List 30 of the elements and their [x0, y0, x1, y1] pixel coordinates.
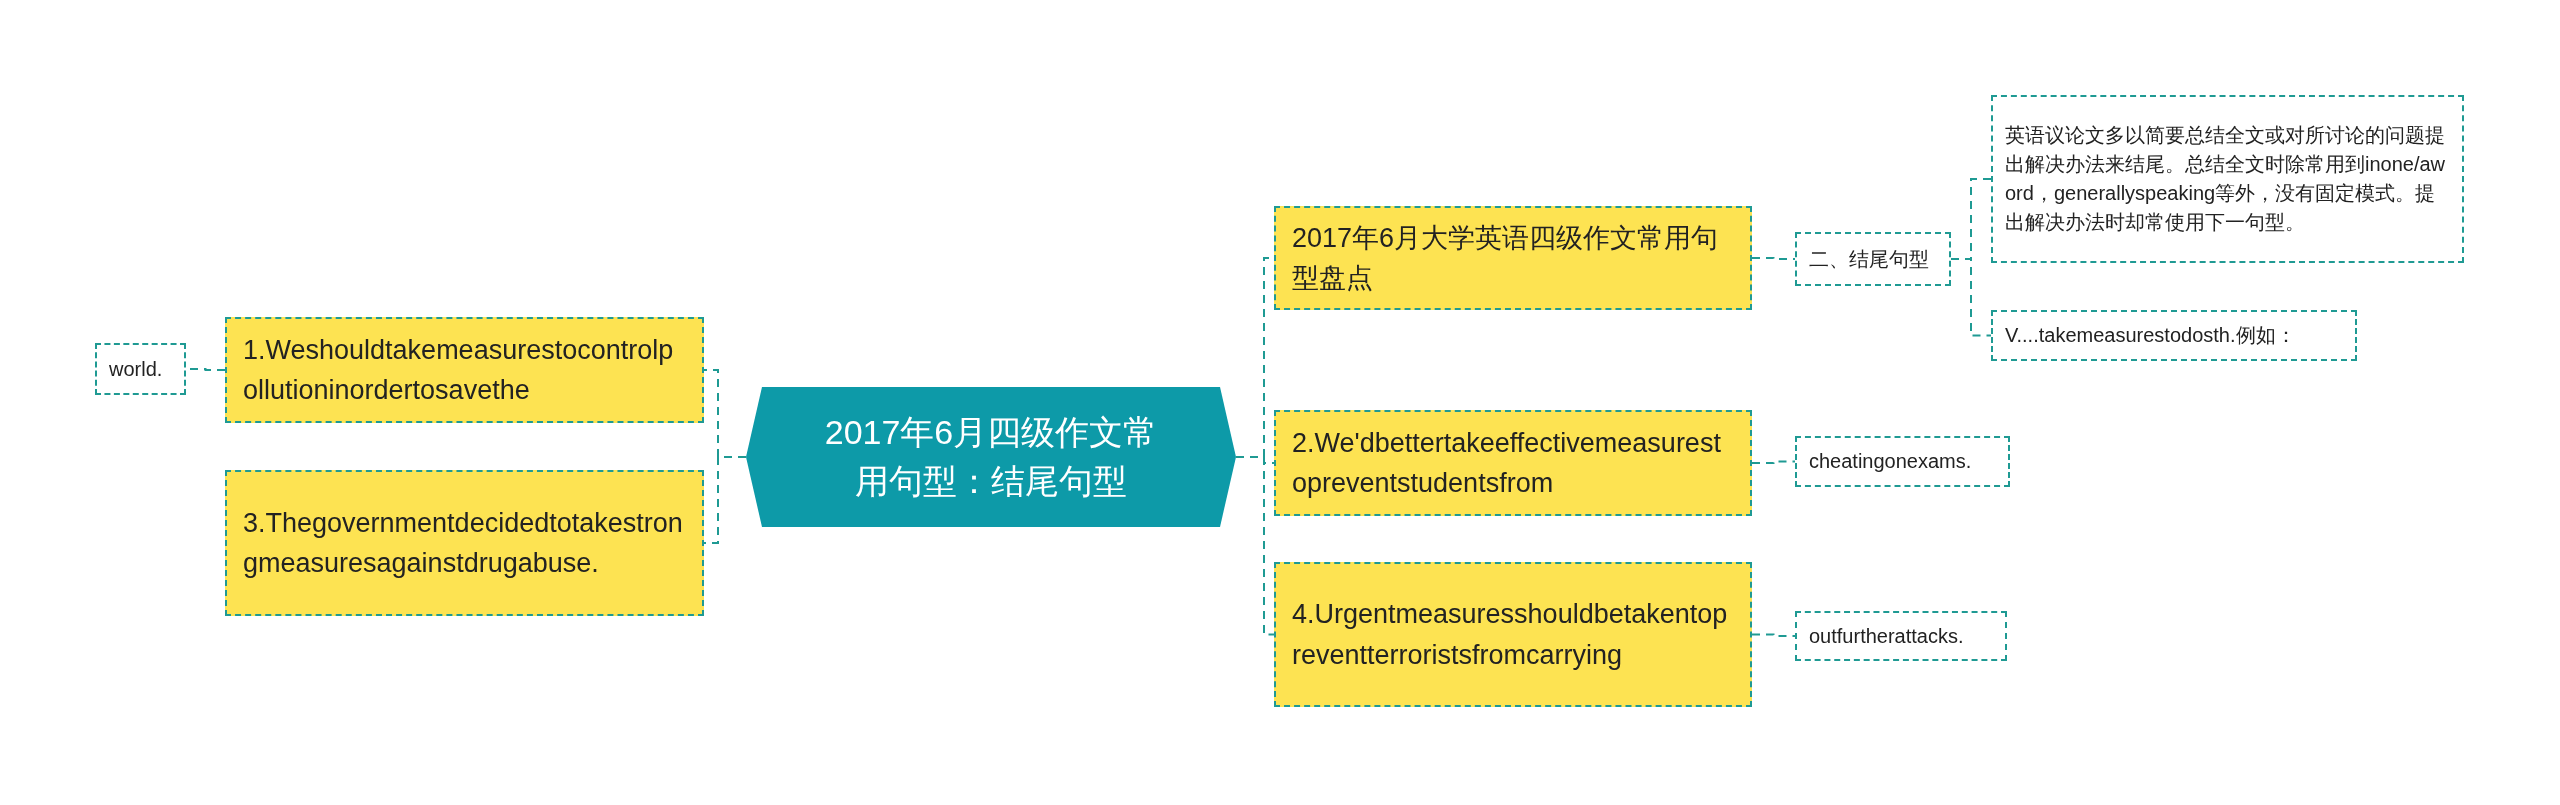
node-text: 2017年6月大学英语四级作文常用句型盘点 [1292, 221, 1720, 295]
node-text: 4.Urgentmeasuresshouldbetakentopreventterroristsfromcarrying [1292, 598, 1729, 672]
node-text: cheatingonexams. [1809, 449, 1972, 474]
connector-line [1751, 633, 1796, 637]
node-text: world. [109, 356, 163, 382]
node-text: 1.Weshouldtakemeasurestocontrolpollutioninordertosavethe [243, 333, 675, 407]
connector-line [1235, 456, 1275, 636]
note-box [95, 343, 186, 395]
branch-box [1274, 562, 1752, 707]
note-box [1795, 436, 2010, 487]
topic-hexagon [746, 387, 1236, 527]
node-text: 2.We'dbettertakeeffectivemeasurestopreventstudentsfrom [1292, 426, 1722, 500]
branch-box [1274, 410, 1752, 516]
note-box [1991, 95, 2464, 263]
node-text: V....takemeasurestodosth.例如： [2005, 323, 2296, 348]
node-text: 英语议论文多以简要总结全文或对所讨论的问题提出解决办法来结尾。总结全文时除常用到inone/aword，generallyspeaking等外，没有固定模式。提出解决办法时却常使用下一句型。 [2005, 123, 2447, 235]
node-text: 3.Thegovernmentdecidedtotakestrongmeasuresagainstdrugabuse. [243, 506, 684, 580]
connector-line [703, 456, 747, 544]
connector-line [1751, 460, 1796, 464]
branch-box [225, 470, 704, 616]
connector-line [1751, 257, 1796, 260]
topic-text: 2017年6月四级作文常用句型：结尾句型 [823, 411, 1159, 502]
note-box [1991, 310, 2357, 361]
connector-line [1950, 258, 1992, 337]
branch-box [225, 317, 704, 423]
note-box [1795, 232, 1951, 286]
branch-box [1274, 206, 1752, 310]
note-box [1795, 611, 2007, 661]
node-text: 二、结尾句型 [1809, 246, 1929, 272]
node-text: outfurtherattacks. [1809, 623, 1964, 649]
